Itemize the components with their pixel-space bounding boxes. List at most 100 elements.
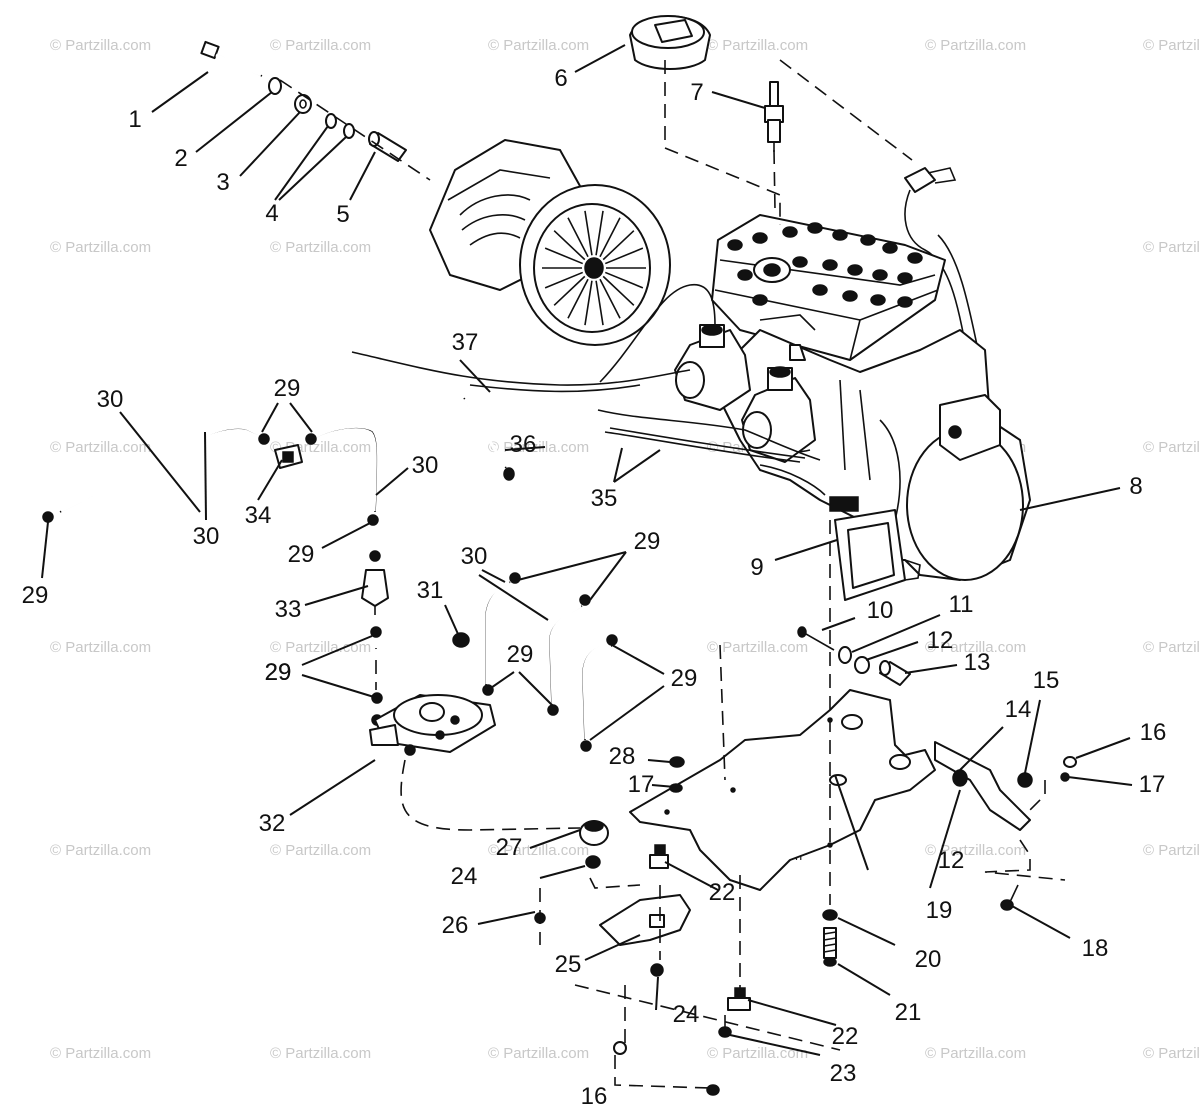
fuel-filter-part-33	[361, 550, 389, 615]
washer-part-20	[822, 909, 838, 921]
leader-line	[613, 447, 623, 483]
nut-part-12	[854, 656, 870, 674]
drive-clutch-assembly	[429, 139, 671, 346]
callout-label-10: 10	[867, 597, 894, 624]
bracket-part-25	[599, 894, 691, 946]
callout-label-29: 29	[671, 665, 698, 692]
watermark-text: © Partzilla.com	[50, 37, 151, 54]
leader-line	[478, 574, 549, 621]
carburetors	[674, 314, 816, 463]
damper-part-22a	[649, 844, 669, 869]
watermark-text: © Partzilla.com	[1143, 842, 1200, 859]
watermark-text: © Partzilla.com	[50, 639, 151, 656]
callout-label-15: 15	[1033, 667, 1060, 694]
leader-line	[487, 671, 515, 691]
callout-label-36: 36	[510, 431, 537, 458]
leader-line	[1024, 699, 1041, 774]
washer-part-16b	[613, 1041, 627, 1055]
watermark-text: © Partzilla.com	[707, 37, 808, 54]
head-bolt	[752, 294, 768, 306]
callout-label-13: 13	[964, 649, 991, 676]
callout-label-34: 34	[245, 502, 272, 529]
leader-line	[959, 726, 1004, 771]
head-bolt	[907, 252, 923, 264]
fuel-lines	[59, 428, 613, 741]
head-bolt	[737, 269, 753, 281]
head-bolt	[812, 284, 828, 296]
callout-label-22: 22	[832, 1023, 859, 1050]
leader-line	[375, 467, 409, 496]
callout-label-19: 19	[926, 897, 953, 924]
callout-label-4: 4	[265, 200, 278, 227]
callout-label-29: 29	[265, 659, 292, 686]
washer-part-2	[268, 77, 282, 95]
leader-line	[651, 784, 676, 788]
cap-part-6	[629, 15, 711, 70]
leader-line	[904, 664, 958, 674]
leader-line	[257, 459, 283, 501]
callout-label-12: 12	[938, 847, 965, 874]
callout-label-22: 22	[709, 879, 736, 906]
spacer-part-5	[368, 131, 407, 162]
callout-label-8: 8	[1129, 473, 1142, 500]
leader-line	[481, 569, 506, 583]
bracket-part-14	[934, 741, 1031, 831]
leader-line	[301, 674, 375, 698]
leader-line	[301, 635, 373, 666]
watermark-text: © Partzilla.com	[488, 37, 589, 54]
head-bolt	[782, 226, 798, 238]
head-bolt	[897, 296, 913, 308]
watermark-text: © Partzilla.com	[270, 1045, 371, 1062]
leader-line	[444, 604, 459, 635]
leader-line	[477, 911, 536, 925]
watermark-text: © Partzilla.com	[1143, 239, 1200, 256]
callout-label-30: 30	[193, 523, 220, 550]
clutch-spoke	[544, 247, 584, 265]
nut-part-24b	[650, 963, 664, 977]
leader-line	[151, 71, 209, 113]
head-bolt	[822, 259, 838, 271]
watermark-text: © Partzilla.com	[50, 439, 151, 456]
callout-label-33: 33	[275, 596, 302, 623]
watermark-text: © Partzilla.com	[488, 842, 589, 859]
leader-line	[1019, 487, 1121, 511]
leader-line	[517, 551, 627, 581]
watermark-text: © Partzilla.com	[270, 842, 371, 859]
leader-line	[865, 641, 919, 661]
leader-line	[119, 411, 201, 513]
leader-line	[289, 759, 376, 816]
leader-line	[647, 759, 671, 763]
washer-part-11	[838, 646, 852, 664]
callout-label-2: 2	[174, 145, 187, 172]
washer-part-28	[669, 756, 685, 768]
leader-line	[729, 1034, 821, 1056]
callout-label-7: 7	[690, 79, 703, 106]
head-bolt	[832, 229, 848, 241]
leader-line	[1011, 905, 1071, 939]
head-bolt	[882, 242, 898, 254]
watermark-text: © Partzilla.com	[1143, 639, 1200, 656]
spark-plug-part-7	[764, 81, 784, 152]
fuel-pump-part-32	[369, 694, 496, 756]
callout-label-29: 29	[507, 641, 534, 668]
hose-clamps	[42, 433, 618, 752]
watermark-text: © Partzilla.com	[925, 37, 1026, 54]
callout-label-21: 21	[895, 999, 922, 1026]
leader-line	[837, 963, 891, 996]
callout-label-17: 17	[1139, 771, 1166, 798]
callout-label-30: 30	[97, 386, 124, 413]
callout-label-35: 35	[591, 485, 618, 512]
callout-label-9: 9	[750, 554, 763, 581]
o-ring-part-4a	[325, 113, 337, 129]
leader-line	[274, 125, 329, 201]
watermark-text: © Partzilla.com	[925, 842, 1026, 859]
leader-line	[459, 359, 491, 393]
clutch-spoke	[602, 230, 635, 261]
head-bolt	[847, 264, 863, 276]
leader-line	[834, 774, 869, 871]
engine-mount-plate-part-19	[629, 689, 936, 891]
clutch-spoke	[604, 247, 644, 265]
callout-label-30: 30	[461, 543, 488, 570]
head-bolt	[752, 232, 768, 244]
